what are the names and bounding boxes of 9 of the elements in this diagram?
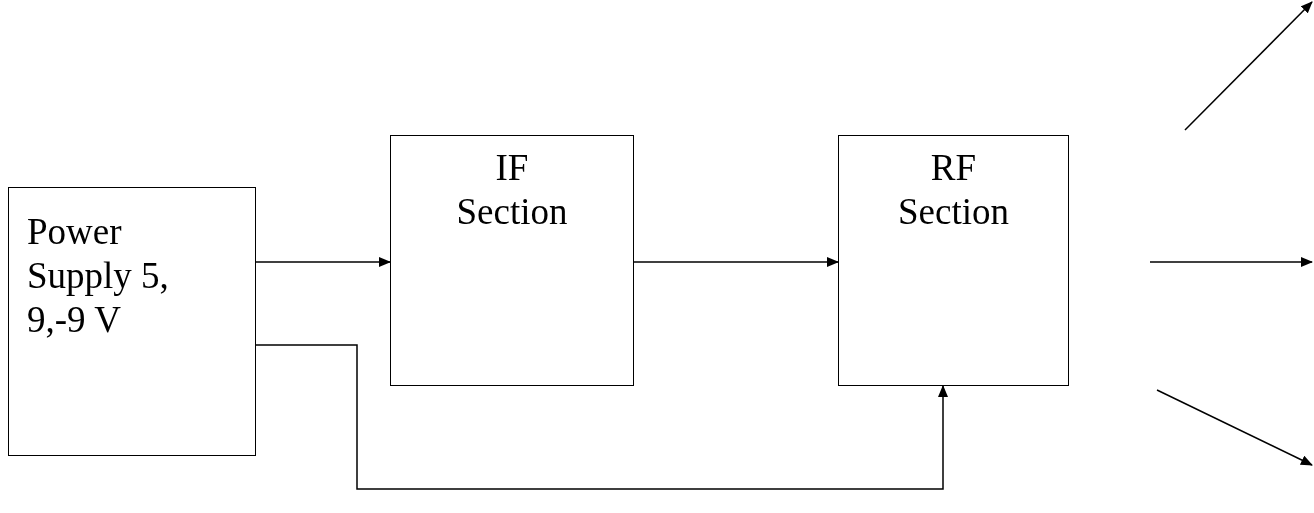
block-label: IF Section (455, 146, 569, 234)
arrow (255, 344, 948, 490)
arrow (255, 257, 391, 267)
arrow (633, 257, 839, 267)
block-box (8, 187, 256, 456)
block-label: Power Supply 5, 9,-9 V (27, 210, 170, 342)
block-box (390, 135, 634, 386)
block-box (838, 135, 1069, 386)
block-label: RF Section (897, 146, 1010, 234)
